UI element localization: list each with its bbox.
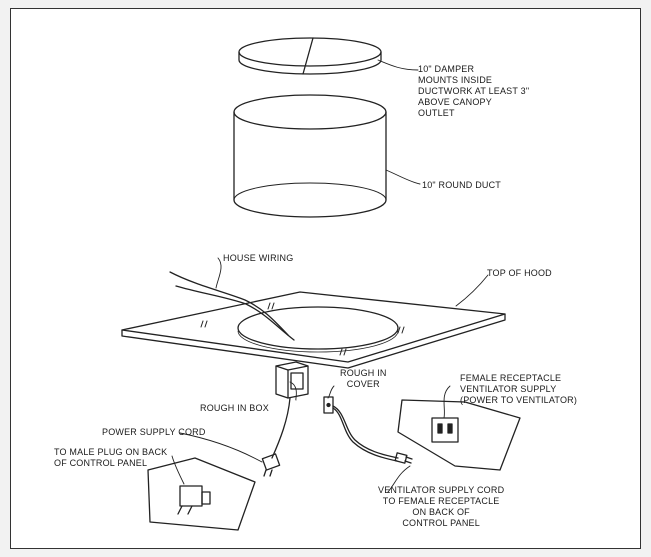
- power-supply-cord-label: POWER SUPPLY CORD: [102, 427, 206, 437]
- damper-disc: [238, 37, 382, 75]
- female-receptacle-wall: [397, 399, 521, 471]
- rough-in-box-label: ROUGH IN BOX: [200, 403, 269, 413]
- female-receptacle-label: FEMALE RECEPTACLE VENTILATOR SUPPLY (POW…: [460, 373, 578, 405]
- rough-in-box: [275, 361, 309, 399]
- ventilator-supply-cord: [332, 405, 413, 464]
- power-supply-cord: [261, 397, 291, 477]
- leader-lines: [171, 59, 489, 493]
- male-plug-wall: [147, 457, 256, 531]
- round-duct-label: 10" ROUND DUCT: [422, 180, 502, 190]
- hood-top-plate: [121, 291, 506, 369]
- rough-in-cover-label: ROUGH IN COVER: [340, 368, 387, 389]
- rough-in-cover: [323, 396, 334, 414]
- male-plug-label: TO MALE PLUG ON BACK OF CONTROL PANEL: [54, 447, 168, 468]
- damper-label: 10" DAMPER MOUNTS INSIDE DUCTWORK AT LEA…: [418, 64, 530, 118]
- house-wiring: [169, 271, 295, 341]
- vent-supply-cord-label: VENTILATOR SUPPLY CORD TO FEMALE RECEPTA…: [378, 485, 505, 528]
- round-duct: [233, 94, 387, 218]
- house-wiring-label: HOUSE WIRING: [223, 253, 294, 263]
- plate-tick-marks: [200, 302, 405, 356]
- diagram-frame: [10, 8, 641, 549]
- top-of-hood-label: TOP OF HOOD: [487, 268, 552, 278]
